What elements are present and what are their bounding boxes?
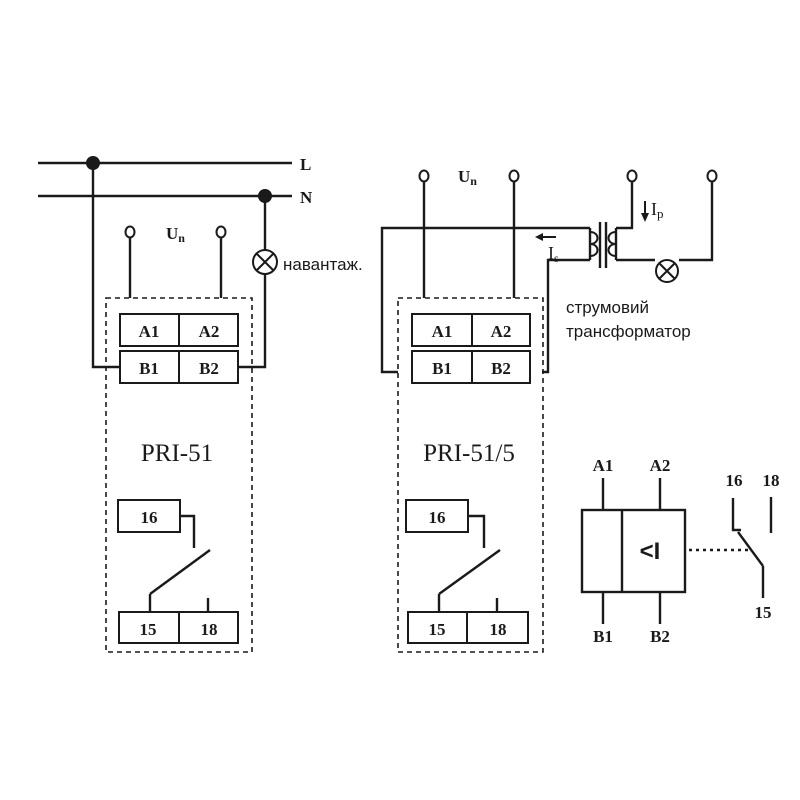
ip-arrow-icon	[641, 201, 649, 222]
primary-lamp-icon	[655, 259, 679, 283]
ip-label: Ip	[651, 199, 664, 221]
terminal-a1: A1	[139, 322, 160, 341]
terminal-box-16	[117, 499, 181, 533]
terminal-b2-2: B2	[491, 359, 511, 378]
terminal-un-left-2	[418, 169, 430, 183]
terminal-15: 15	[140, 620, 157, 639]
terminal-block-a	[119, 313, 239, 347]
load-lamp-icon	[252, 249, 278, 275]
device-outline-pri51	[105, 297, 253, 653]
wire-l-b1	[91, 163, 120, 369]
load-label: навантаж.	[283, 255, 363, 274]
un-label-left: Un	[166, 224, 185, 245]
terminal-un-right-2	[508, 169, 520, 183]
symbol-label-18: 18	[763, 471, 780, 490]
is-label: Is	[548, 243, 559, 265]
wire-primary-out	[679, 181, 714, 262]
contact-wire-16	[180, 514, 196, 548]
ct-label-line1: струмовий	[566, 298, 649, 317]
terminal-block-15-18	[118, 611, 239, 644]
terminal-primary-left	[626, 169, 638, 183]
function-symbol: <I	[640, 538, 661, 565]
terminal-15-2: 15	[429, 620, 446, 639]
ct-label-line2: трансформатор	[566, 322, 691, 341]
device-outline-pri515	[397, 297, 544, 653]
symbol-label-a1: A1	[593, 456, 614, 475]
relay-coil-symbol	[580, 508, 687, 594]
wire-ct-b2	[542, 258, 590, 374]
model-label-pri51: PRI-51	[141, 440, 213, 467]
current-transformer-icon	[588, 222, 618, 268]
terminal-b2: B2	[199, 359, 219, 378]
terminal-18: 18	[201, 620, 218, 639]
un-label-right: Un	[458, 167, 477, 188]
terminal-16-2: 16	[429, 508, 446, 527]
contact-wire-16-2	[468, 514, 486, 548]
terminal-b1-2: B1	[432, 359, 452, 378]
symbol-label-a2: A2	[650, 456, 671, 475]
label-n: N	[300, 188, 313, 207]
contact-blade	[149, 549, 211, 595]
terminal-block-a-2	[411, 313, 531, 347]
symbol-label-16: 16	[726, 471, 743, 490]
contact-nc-wire	[731, 498, 741, 532]
terminal-un-left	[124, 225, 136, 239]
is-arrow-icon	[535, 233, 556, 241]
contact-switch-blade	[737, 531, 764, 567]
terminal-b1: B1	[139, 359, 159, 378]
model-label-pri515: PRI-51/5	[423, 440, 515, 467]
terminal-16: 16	[141, 508, 158, 527]
wire-lamp-b2	[238, 274, 267, 369]
terminal-block-b	[119, 350, 239, 384]
contact-blade-2	[438, 549, 501, 595]
wire-ct-b1	[380, 226, 590, 374]
terminal-box-16-2	[405, 499, 469, 533]
symbol-label-b1: B1	[593, 627, 613, 646]
terminal-a1-2: A1	[432, 322, 453, 341]
terminal-primary-right	[706, 169, 718, 183]
symbol-label-15: 15	[755, 603, 772, 622]
terminal-18-2: 18	[490, 620, 507, 639]
terminal-block-b-2	[411, 350, 531, 384]
terminal-a2-2: A2	[491, 322, 512, 341]
terminal-a2: A2	[199, 322, 220, 341]
wire-primary-in	[616, 181, 634, 230]
label-l: L	[300, 155, 311, 174]
terminal-un-right	[215, 225, 227, 239]
terminal-block-15-18-2	[407, 611, 529, 644]
symbol-label-b2: B2	[650, 627, 670, 646]
